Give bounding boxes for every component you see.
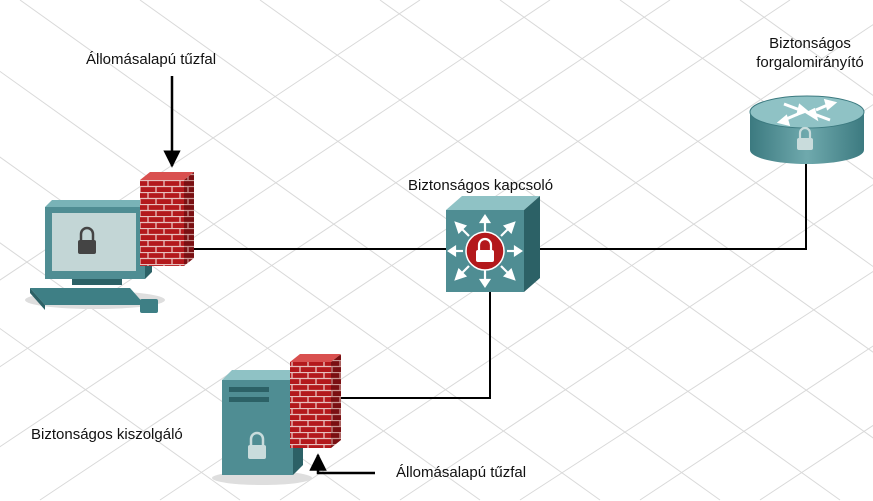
- router-icon: [749, 95, 865, 164]
- label-router: Biztonságos forgalomirányító: [740, 34, 873, 72]
- label-host-firewall-bottom: Állomásalapú tűzfal: [396, 464, 527, 481]
- padlock-icon: [797, 126, 813, 150]
- label-router-line1: Biztonságos: [769, 35, 851, 52]
- workstation-icon: [25, 200, 165, 313]
- padlock-icon: [476, 237, 494, 262]
- annotation-arrows: [163, 76, 375, 475]
- server-icon: [212, 370, 312, 485]
- link-switch-router: [540, 160, 807, 250]
- label-server: Biztonságos kiszolgáló: [31, 426, 183, 443]
- link-switch-server: [336, 292, 491, 399]
- arrow-bottom-firewall: [309, 453, 375, 475]
- label-host-firewall-top: Állomásalapú tűzfal: [86, 51, 217, 68]
- brick-firewall-icon-bottom: [290, 354, 341, 448]
- padlock-icon: [78, 226, 96, 254]
- brick-firewall-icon-top: [140, 172, 194, 266]
- label-router-line2: forgalomirányító: [756, 54, 864, 71]
- network-links: [190, 160, 807, 399]
- padlock-icon: [248, 431, 266, 459]
- multilayer-switch-icon: [446, 196, 540, 292]
- label-switch: Biztonságos kapcsoló: [408, 177, 554, 194]
